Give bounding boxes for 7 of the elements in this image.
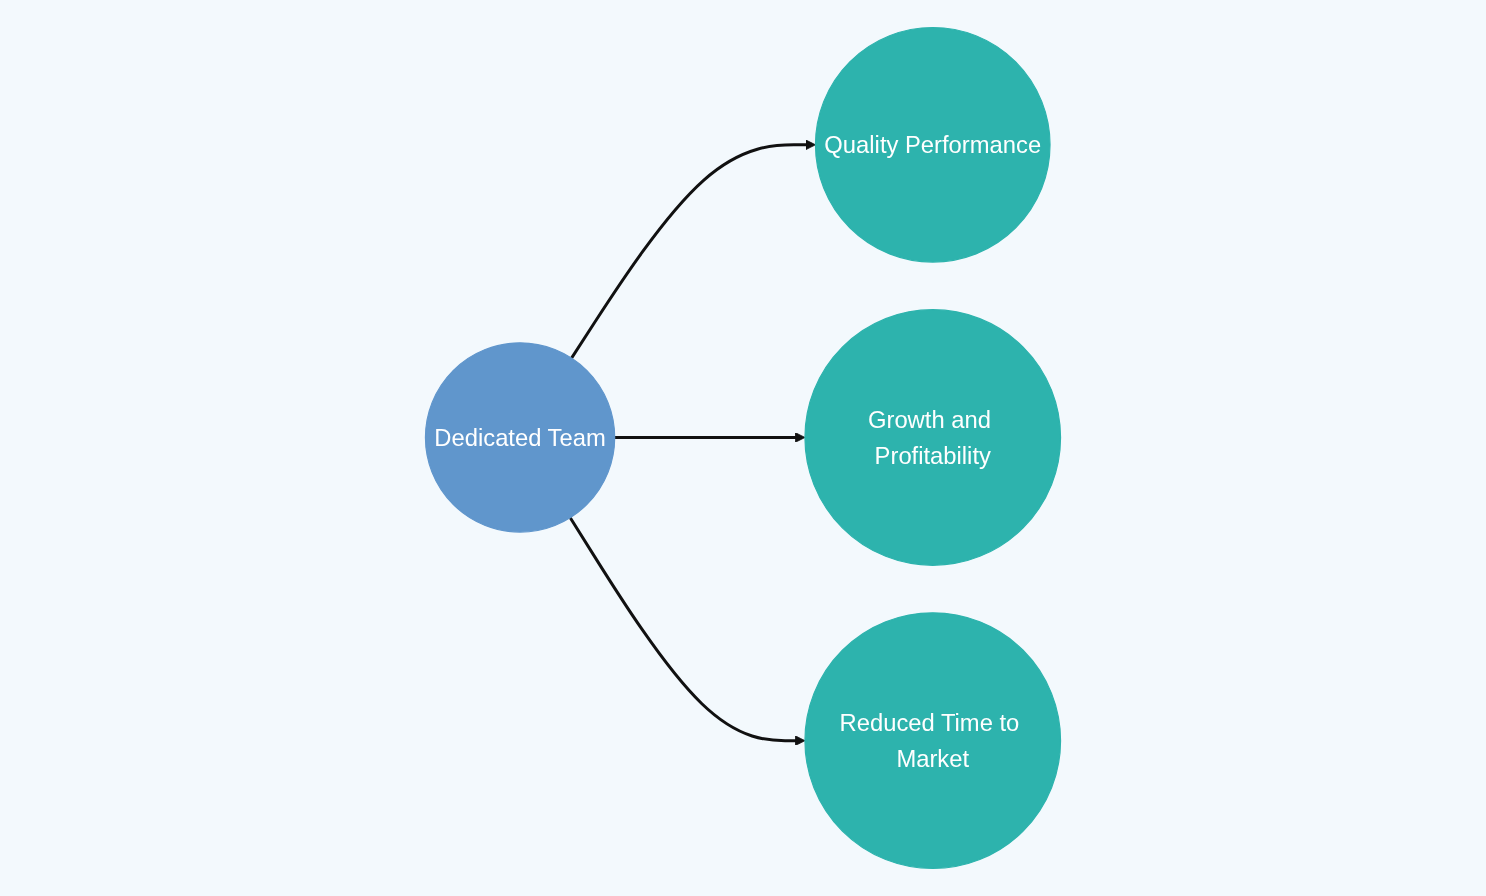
arrow — [569, 516, 806, 746]
node-circle: Dedicated Team — [424, 342, 616, 533]
arrow — [570, 139, 816, 359]
node-circle: Reduced Time to Market — [804, 612, 1062, 870]
node-circle: Growth and Profitability — [804, 309, 1062, 566]
arrow — [614, 432, 806, 443]
node-circle: Quality Performance — [814, 26, 1051, 263]
